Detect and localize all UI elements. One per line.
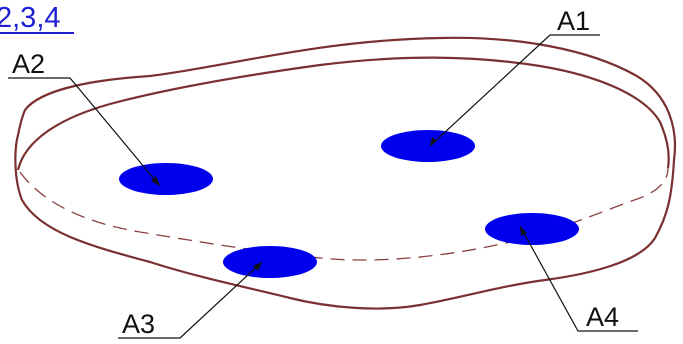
diagram-title: 2,3,4 bbox=[0, 2, 61, 34]
label-a3: A3 bbox=[122, 309, 155, 339]
spot-a4 bbox=[485, 213, 579, 245]
spot-a1 bbox=[381, 130, 475, 162]
spot-a2 bbox=[119, 163, 213, 195]
disc-hidden-rim bbox=[19, 167, 669, 261]
leader-a4 bbox=[519, 225, 638, 332]
disc-top-rim bbox=[16, 56, 670, 171]
leader-a1 bbox=[429, 34, 600, 147]
label-a4: A4 bbox=[586, 302, 619, 332]
spot-a3 bbox=[223, 246, 317, 278]
leader-a3 bbox=[118, 261, 263, 339]
disc-outline bbox=[14, 36, 677, 310]
label-a1: A1 bbox=[557, 6, 590, 36]
leader-a2 bbox=[8, 77, 161, 187]
label-a2: A2 bbox=[12, 49, 45, 79]
